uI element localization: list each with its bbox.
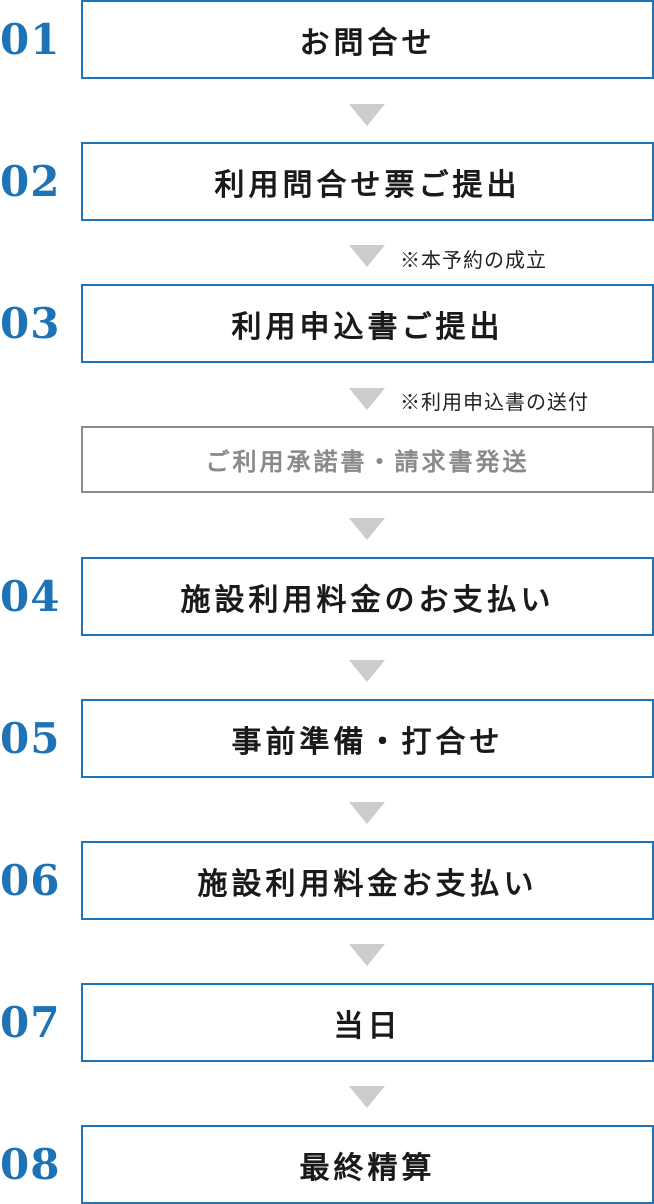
step-07: 07 当日: [0, 983, 654, 1062]
step-number: 06: [0, 856, 61, 905]
step-01: 01 お問合せ: [0, 0, 654, 79]
step-number: 02: [0, 157, 61, 206]
down-arrow-icon: [349, 518, 385, 540]
down-arrow-icon: [349, 388, 385, 410]
step-label: 利用問合せ票ご提出: [214, 167, 521, 203]
step-number: 05: [0, 714, 61, 763]
note-booking-confirmed: ※本予約の成立: [400, 248, 547, 272]
note-application-sent: ※利用申込書の送付: [400, 390, 589, 414]
down-arrow-icon: [349, 245, 385, 267]
step-label: 当日: [333, 1008, 402, 1044]
step-box: 事前準備・打合せ: [81, 699, 654, 778]
down-arrow-icon: [349, 660, 385, 682]
step-05: 05 事前準備・打合せ: [0, 699, 654, 778]
step-box: 施設利用料金のお支払い: [81, 557, 654, 636]
step-box: 当日: [81, 983, 654, 1062]
down-arrow-icon: [349, 944, 385, 966]
down-arrow-icon: [349, 802, 385, 824]
step-04: 04 施設利用料金のお支払い: [0, 557, 654, 636]
step-06: 06 施設利用料金お支払い: [0, 841, 654, 920]
step-08: 08 最終精算: [0, 1125, 654, 1204]
step-number: 07: [0, 998, 61, 1047]
step-number: 01: [0, 15, 61, 64]
step-label: お問合せ: [299, 25, 436, 61]
step-label: 施設利用料金のお支払い: [180, 582, 555, 618]
step-02: 02 利用問合せ票ご提出: [0, 142, 654, 221]
step-label: 施設利用料金お支払い: [197, 866, 538, 902]
approval-invoice-box: ご利用承諾書・請求書発送: [81, 426, 654, 493]
step-label: 利用申込書ご提出: [231, 309, 504, 345]
step-box: 利用申込書ご提出: [81, 284, 654, 363]
approval-invoice-label: ご利用承諾書・請求書発送: [205, 447, 530, 476]
step-box: お問合せ: [81, 0, 654, 79]
step-number: 08: [0, 1140, 61, 1189]
down-arrow-icon: [349, 104, 385, 126]
down-arrow-icon: [349, 1086, 385, 1108]
step-label: 最終精算: [299, 1150, 436, 1186]
step-number: 03: [0, 299, 61, 348]
step-box: 最終精算: [81, 1125, 654, 1204]
step-box: 利用問合せ票ご提出: [81, 142, 654, 221]
step-box: 施設利用料金お支払い: [81, 841, 654, 920]
step-number: 04: [0, 572, 61, 621]
step-label: 事前準備・打合せ: [231, 724, 504, 760]
step-03: 03 利用申込書ご提出: [0, 284, 654, 363]
